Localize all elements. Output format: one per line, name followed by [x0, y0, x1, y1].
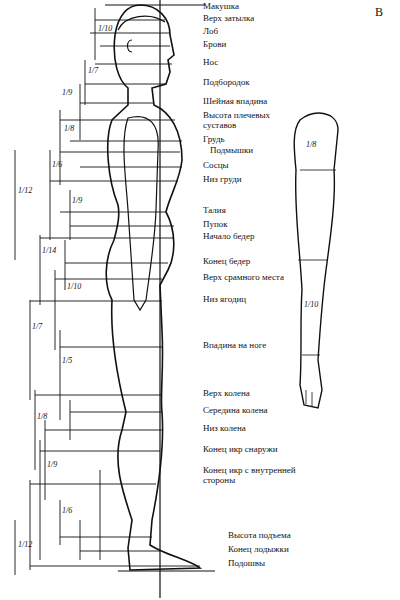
proportion-number: 1/6	[62, 506, 92, 515]
part-label: Верх срамного места	[203, 272, 363, 282]
part-label: Конец лодыжки	[228, 544, 388, 554]
plate-letter: В	[375, 6, 395, 20]
part-label: Верх затылка	[203, 13, 363, 23]
part-label: Подошвы	[228, 558, 388, 568]
part-label: Шейная впадина	[203, 96, 363, 106]
proportion-number: 1/12	[18, 186, 48, 195]
proportion-number: 1/8	[37, 412, 67, 421]
proportion-number: 1/12	[18, 540, 48, 549]
part-label: Талия	[203, 205, 363, 215]
arm-marks	[298, 170, 336, 406]
measure-lines	[30, 20, 200, 566]
part-label: Низ ягодиц	[203, 294, 363, 304]
part-label: Высота подъема	[228, 530, 388, 540]
head-detail	[118, 16, 165, 52]
proportion-number: 1/8	[306, 140, 336, 149]
part-label: Начало бедер	[203, 231, 363, 241]
part-label: Лоб	[203, 26, 363, 36]
proportion-number: 1/14	[42, 246, 72, 255]
proportion-number: 1/10	[98, 24, 128, 33]
proportion-number: 1/7	[32, 322, 62, 331]
part-label: Подбородок	[203, 77, 363, 87]
proportion-number: 1/10	[304, 300, 334, 309]
proportion-number: 1/10	[67, 282, 97, 291]
part-label: Низ груди	[203, 174, 363, 184]
body-outline	[106, 5, 200, 570]
proportion-number: 1/9	[72, 196, 102, 205]
part-label: Пупок	[203, 219, 363, 229]
bracket-lines	[15, 8, 100, 575]
part-label: Верх колена	[203, 388, 363, 398]
part-label: Сосцы	[203, 160, 363, 170]
part-label: Конец икр с внутренней стороны	[203, 465, 303, 486]
arm-outline	[124, 117, 158, 310]
part-label: Нос	[203, 57, 363, 67]
part-label: Впадина на ноге	[203, 340, 363, 350]
proportion-number: 1/6	[52, 160, 82, 169]
part-label: Конец бедер	[203, 256, 363, 266]
proportion-number: 1/7	[88, 66, 118, 75]
part-label: Низ колена	[203, 423, 363, 433]
part-label: Середина колена	[203, 405, 363, 415]
proportion-number: 1/9	[47, 460, 77, 469]
part-label: Высота плечевых суставов	[203, 110, 283, 131]
measure-rule	[105, 0, 215, 598]
arm-study	[294, 113, 338, 408]
part-label: Брови	[203, 39, 363, 49]
part-label: Конец икр снаружи	[203, 444, 363, 454]
proportion-number: 1/9	[62, 88, 92, 97]
proportion-number: 1/8	[64, 124, 94, 133]
part-label: Макушка	[203, 1, 363, 11]
part-label: Грудь	[203, 134, 363, 144]
proportion-number: 1/5	[62, 356, 92, 365]
part-label: Подмышки	[210, 145, 370, 155]
